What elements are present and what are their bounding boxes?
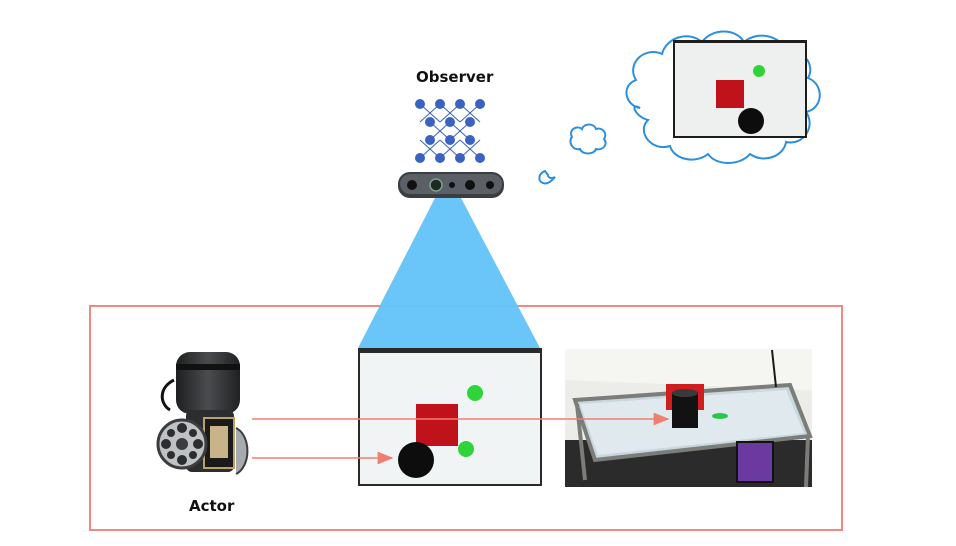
red-square [416, 404, 458, 446]
green-dot [467, 385, 483, 401]
green-dot [458, 441, 474, 457]
actor-label: Actor [189, 497, 235, 515]
camera-table-view [358, 348, 542, 486]
imagined-table-view [673, 40, 807, 138]
neural-network-icon [415, 99, 485, 163]
black-disc [398, 442, 434, 478]
red-square [716, 80, 744, 108]
black-disc [738, 108, 764, 134]
robot-icon [156, 352, 249, 475]
depth-camera-icon [398, 172, 504, 198]
observer-label: Observer [416, 68, 494, 86]
physical-table-photo [565, 349, 813, 488]
green-dot [753, 65, 765, 77]
camera-view-beam [358, 196, 540, 348]
